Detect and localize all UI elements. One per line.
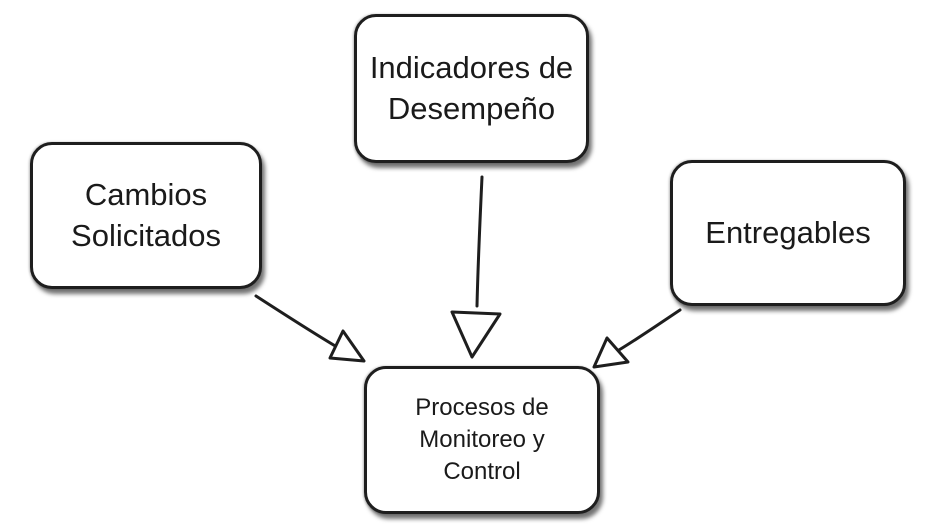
node-label: Procesos de Monitoreo y Control <box>415 394 549 485</box>
node-procesos-de-monitoreo-y-control: Procesos de Monitoreo y Control <box>364 366 600 514</box>
node-indicadores-de-desempeno: Indicadores de Desempeño <box>354 14 589 163</box>
node-cambios-solicitados: Cambios Solicitados <box>30 142 262 289</box>
node-label: Indicadores de Desempeño <box>369 49 574 126</box>
arrow-entregables-to-procesos <box>592 308 682 369</box>
node-entregables: Entregables <box>670 160 906 306</box>
node-label: Entregables <box>705 214 871 250</box>
node-label: Cambios Solicitados <box>71 176 221 253</box>
arrow-cambios-to-procesos <box>254 294 366 363</box>
arrow-indicadores-to-procesos <box>450 175 502 359</box>
